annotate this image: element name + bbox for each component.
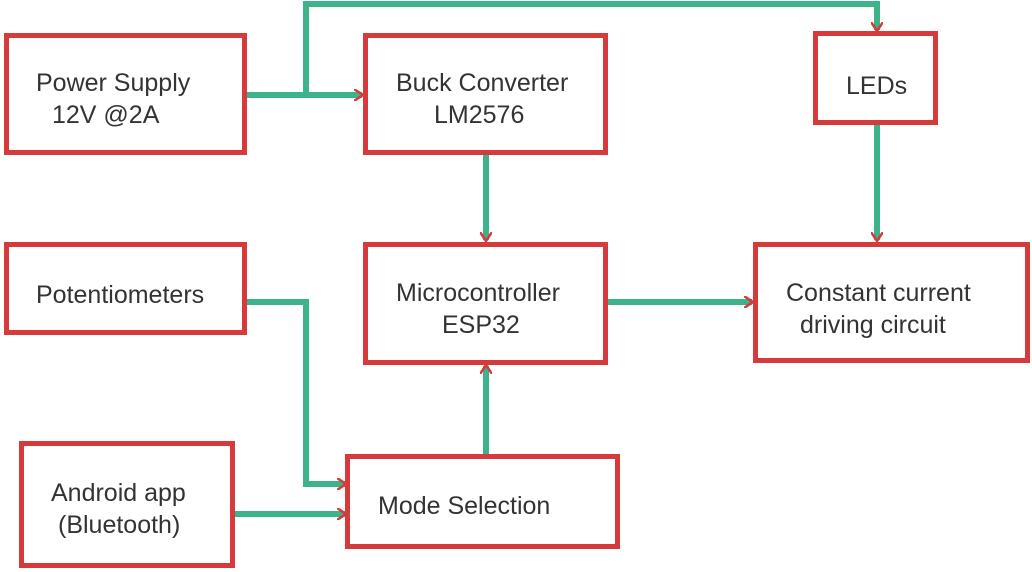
microcontroller-label-line1: Microcontroller bbox=[396, 279, 560, 307]
leds-label: LEDs bbox=[846, 72, 908, 100]
constant-current-label-line1: Constant current bbox=[786, 279, 971, 307]
potentiometers-box bbox=[4, 242, 247, 335]
power-supply-label-line1: Power Supply bbox=[36, 69, 191, 97]
leds-box bbox=[813, 31, 938, 125]
buck-converter-box bbox=[363, 33, 608, 155]
buck-converter-label-line2: LM2576 bbox=[434, 101, 525, 129]
constant-current-label-line2: driving circuit bbox=[800, 311, 946, 339]
buck-converter-label-line1: Buck Converter bbox=[396, 69, 569, 97]
power-supply-label-line2: 12V @2A bbox=[52, 101, 160, 129]
power-supply-box bbox=[4, 33, 247, 155]
android-app-box bbox=[19, 441, 235, 568]
mode-selection-label: Mode Selection bbox=[378, 492, 551, 520]
microcontroller-box bbox=[363, 242, 608, 365]
wire-power-to-leds bbox=[303, 1, 877, 95]
microcontroller-label-line2: ESP32 bbox=[442, 311, 520, 339]
android-app-label-line2: (Bluetooth) bbox=[58, 511, 181, 539]
android-app-label-line1: Android app bbox=[51, 479, 186, 507]
wire-pot-to-mode bbox=[245, 299, 345, 484]
potentiometers-label: Potentiometers bbox=[36, 281, 205, 309]
mode-selection-box bbox=[345, 454, 620, 549]
constant-current-box bbox=[753, 242, 1030, 363]
